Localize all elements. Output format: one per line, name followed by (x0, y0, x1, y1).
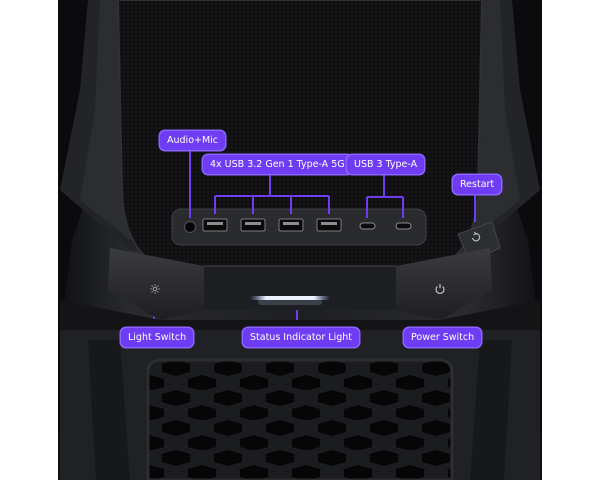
usb-type-c-label: USB 3 Type-A (347, 155, 425, 174)
sun-icon (150, 284, 160, 294)
power-switch-label: Power Switch (404, 328, 482, 347)
status-indicator-light-label: Status Indicator Light (243, 328, 359, 347)
light-switch-label: Light Switch (121, 328, 194, 347)
restart-label: Restart (453, 175, 502, 194)
hex-grille (148, 360, 452, 480)
light-switch-button (108, 248, 204, 320)
audio-jack (183, 220, 197, 234)
usb-c-ports (359, 222, 412, 230)
power-switch-button (396, 248, 492, 320)
usb-type-a-label: 4x USB 3.2 Gen 1 Type-A 5G (203, 155, 352, 174)
usb-a-ports (202, 218, 342, 232)
restart-icon (471, 231, 481, 242)
power-icon (435, 284, 445, 295)
status-indicator-light (250, 296, 330, 300)
audio-mic-label: Audio+Mic (160, 131, 226, 150)
